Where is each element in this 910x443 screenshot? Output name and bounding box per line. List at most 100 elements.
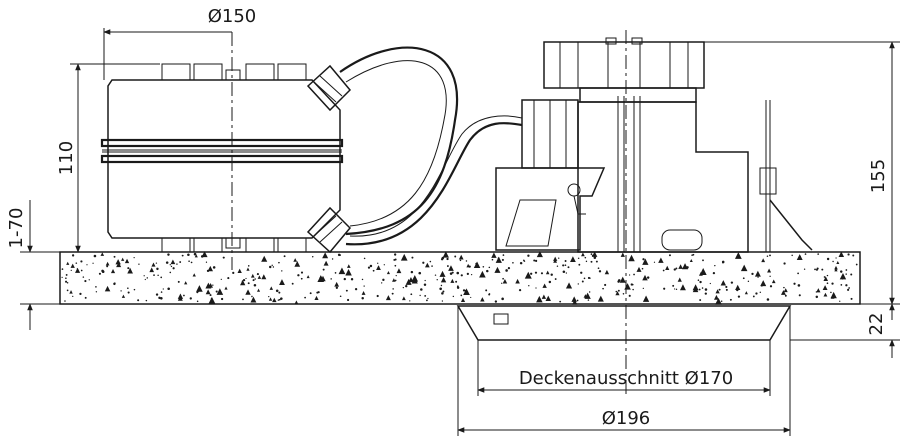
concrete-dot (127, 291, 130, 294)
concrete-speck (376, 265, 381, 271)
concrete-speck (184, 281, 188, 285)
concrete-dot (183, 294, 185, 297)
ceiling-slab (59, 250, 861, 305)
concrete-dot (383, 264, 385, 266)
concrete-dot (769, 275, 771, 277)
label-155: 155 (868, 159, 889, 193)
concrete-dot (755, 292, 758, 295)
concrete-speck (545, 270, 550, 275)
concrete-dot (346, 298, 350, 302)
concrete-dot (113, 255, 116, 258)
concrete-dot (84, 296, 87, 299)
concrete-speck (834, 265, 838, 270)
concrete-dot (642, 258, 645, 261)
concrete-dot (418, 271, 422, 275)
concrete-dot (535, 259, 538, 262)
label-1-70: 1-70 (6, 208, 27, 249)
concrete-speck (151, 262, 156, 267)
concrete-dot (604, 283, 607, 287)
concrete-dot (193, 252, 197, 256)
concrete-speck (440, 277, 447, 283)
concrete-dot (65, 277, 67, 279)
concrete-speck (194, 254, 198, 258)
concrete-dot (339, 295, 342, 298)
concrete-dot (66, 282, 69, 284)
label-cutout: Deckenausschnitt Ø170 (519, 368, 733, 389)
concrete-speck (261, 274, 267, 280)
concrete-dot (442, 290, 445, 293)
concrete-dot (826, 257, 830, 261)
concrete-dot (210, 297, 213, 300)
dimension-cutout: Deckenausschnitt Ø170 (477, 340, 771, 396)
concrete-dot (821, 268, 824, 271)
concrete-dot (598, 270, 602, 273)
concrete-speck (442, 251, 449, 258)
concrete-speck (636, 266, 642, 272)
concrete-speck (823, 292, 828, 297)
concrete-dot (534, 271, 538, 274)
concrete-dot (394, 264, 397, 267)
concrete-dot (617, 279, 621, 282)
concrete-dot (527, 254, 530, 257)
concrete-speck (480, 297, 485, 302)
concrete-dot (839, 300, 841, 302)
concrete-speck (823, 276, 829, 281)
concrete-dot (523, 259, 525, 262)
concrete-dot (196, 300, 199, 303)
concrete-dot (455, 280, 458, 283)
concrete-dot (155, 293, 159, 296)
concrete-dot (674, 288, 676, 290)
concrete-dot (409, 300, 411, 302)
concrete-dot (530, 272, 533, 275)
concrete-dot (343, 277, 346, 281)
concrete-speck (250, 273, 255, 278)
concrete-speck (734, 252, 742, 259)
concrete-speck (205, 289, 211, 295)
concrete-dot (564, 264, 567, 267)
concrete-speck (317, 275, 325, 283)
concrete-dot (391, 292, 394, 295)
concrete-dot (95, 291, 98, 293)
concrete-speck (196, 285, 203, 292)
concrete-dot (71, 254, 75, 257)
concrete-dot (567, 266, 570, 269)
concrete-speck (345, 268, 352, 276)
concrete-speck (396, 268, 402, 274)
concrete-dot (784, 294, 787, 297)
concrete-dot (714, 264, 716, 267)
concrete-dot (847, 288, 850, 291)
concrete-speck (361, 290, 366, 295)
concrete-dot (281, 270, 283, 272)
concrete-dot (491, 258, 494, 261)
concrete-dot (189, 297, 192, 300)
concrete-dot (675, 267, 678, 270)
concrete-dot (86, 264, 88, 266)
concrete-dot (113, 282, 116, 286)
concrete-speck (439, 270, 446, 277)
concrete-dot (424, 294, 427, 297)
concrete-speck (385, 295, 391, 301)
concrete-dot (584, 256, 587, 259)
concrete-dot (280, 297, 283, 300)
concrete-dot (507, 267, 511, 270)
concrete-dot (312, 256, 314, 258)
concrete-speck (402, 296, 406, 301)
concrete-dot (82, 276, 85, 278)
concrete-speck (216, 288, 224, 295)
concrete-dot (729, 298, 732, 301)
concrete-speck (115, 259, 121, 265)
concrete-dot (617, 289, 620, 292)
concrete-dot (841, 278, 844, 280)
concrete-dot (372, 269, 375, 272)
concrete-dot (339, 254, 341, 256)
concrete-dot (578, 263, 581, 266)
concrete-dot (697, 279, 700, 281)
concrete-dot (718, 288, 721, 291)
concrete-speck (536, 295, 543, 303)
concrete-dot (518, 288, 522, 292)
concrete-dot (485, 289, 488, 292)
concrete-dot (70, 269, 72, 271)
concrete-dot (190, 261, 193, 264)
concrete-dot (392, 288, 394, 290)
concrete-dot (576, 299, 579, 302)
